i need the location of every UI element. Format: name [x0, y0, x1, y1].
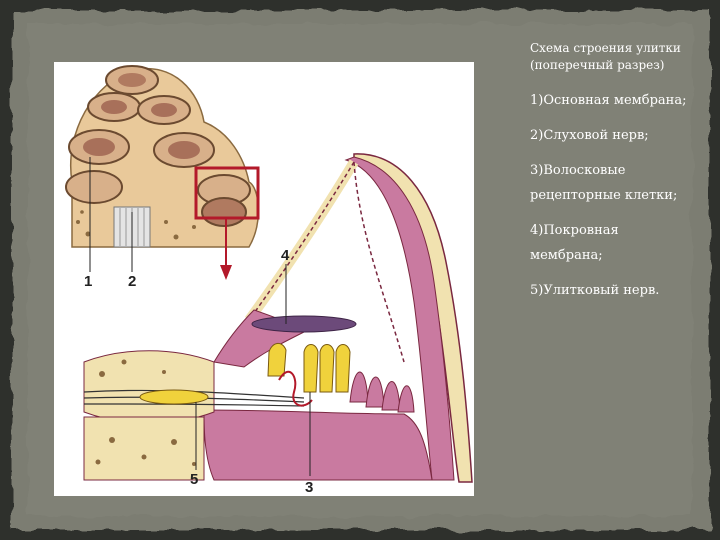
tectorial-membrane [251, 315, 357, 333]
label-2: 2 [128, 273, 136, 290]
label-3: 3 [305, 479, 313, 496]
caption-item-5: 5)Улитковый нерв. [530, 283, 660, 298]
cochlea-inset [65, 65, 260, 280]
caption-panel: Схема строения улитки (поперечный разрез… [530, 40, 690, 313]
cochlea-diagram: 1 2 4 3 5 [65, 65, 473, 496]
cochlea-figure: 1 2 4 3 5 [54, 62, 474, 496]
label-4: 4 [281, 247, 290, 264]
caption-item-1: 1)Основная мембрана; [530, 93, 687, 108]
caption-item-2: 2)Слуховой нерв; [530, 128, 649, 143]
caption-item-4: 4)Покровная мембрана; [530, 223, 619, 263]
leader-lines [195, 264, 311, 476]
cochlear-duct [83, 153, 473, 483]
label-1: 1 [84, 273, 92, 290]
down-arrow-icon [220, 265, 232, 280]
caption-item-3: 3)Волосковые рецепторные клетки; [530, 163, 678, 203]
label-5: 5 [190, 471, 198, 488]
hair-cells [267, 343, 351, 393]
caption-title: Схема строения улитки (поперечный разрез… [530, 41, 681, 72]
